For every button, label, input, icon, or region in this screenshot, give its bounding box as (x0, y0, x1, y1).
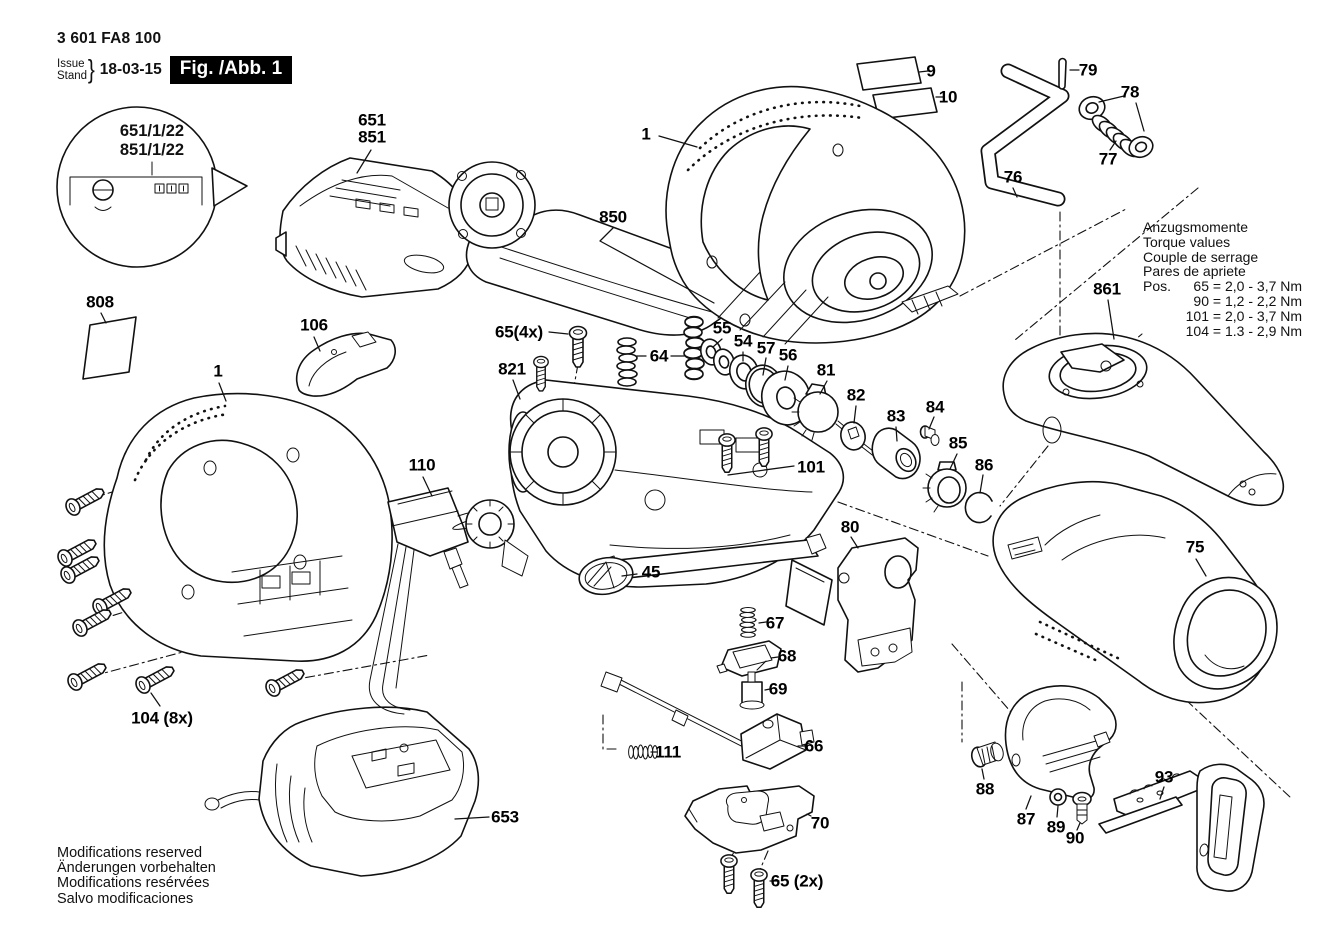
base-plate-drawing (684, 785, 815, 909)
detail-balloon-drawing (56, 106, 248, 268)
rear-housing-drawing (992, 480, 1278, 704)
part-label-85: 85 (948, 433, 968, 453)
torque-heading-line: Couple de serrage (1143, 248, 1259, 265)
part-label-808: 808 (86, 292, 114, 312)
part-label-89: 89 (1046, 817, 1066, 837)
part-label-55: 55 (712, 318, 732, 338)
part-label-81: 81 (816, 360, 836, 380)
right-housing-drawing (665, 85, 966, 344)
part-label-83: 83 (886, 406, 906, 426)
part-label-850: 850 (599, 207, 627, 227)
left-housing-drawing (103, 392, 393, 662)
bracket-80-drawing (837, 537, 919, 673)
part-label-104-8x: 104 (8x) (131, 708, 193, 728)
gearbox-drawing (448, 161, 788, 336)
part-label-79: 79 (1078, 60, 1098, 80)
part-label-101: 101 (797, 457, 825, 477)
part-label-76: 76 (1003, 167, 1023, 187)
part-label-87: 87 (1016, 809, 1036, 829)
charger-drawing (204, 706, 480, 877)
stand-label: Stand (57, 69, 88, 82)
part-label-821: 821 (498, 359, 526, 379)
part-label-653: 653 (491, 807, 519, 827)
part-label-68: 68 (777, 646, 797, 666)
part-label-54: 54 (733, 331, 753, 351)
part-label-57: 57 (756, 338, 776, 358)
part-number: 3 601 FA8 100 (57, 30, 162, 47)
adjuster-parts-drawing (791, 383, 993, 524)
footer-line: Änderungen vorbehalten (57, 860, 216, 877)
footer-line: Modifications reserved (57, 845, 203, 861)
part-label-86: 86 (974, 455, 994, 475)
part-label-110: 110 (408, 455, 436, 475)
torque-heading-line: Torque values (1143, 233, 1231, 250)
part-label-82: 82 (846, 385, 866, 405)
stickers-drawing (82, 56, 938, 380)
part-label-651-851: 651 851 (358, 110, 386, 147)
oval-cover-drawing (578, 556, 634, 596)
part-label-88: 88 (975, 779, 995, 799)
trigger-drawing (295, 331, 396, 397)
wiring-drawing (368, 487, 766, 758)
shoe-parts-drawing (970, 685, 1265, 892)
leader-lines (100, 69, 1207, 882)
part-label-106: 106 (300, 315, 328, 335)
switch-parts-drawing (628, 606, 815, 770)
battery-pack-drawing (275, 157, 473, 298)
part-label-1-right: 1 (641, 124, 651, 144)
part-label-9: 9 (926, 61, 936, 81)
torque-row: 101=2,0 - 3,7 Nm (1185, 307, 1303, 324)
header: 3 601 FA8 100 Issue Stand } 18-03-15 Fig… (57, 30, 293, 85)
balloon-line: 851/1/22 (119, 141, 185, 159)
handle-bar-drawing (980, 57, 1154, 207)
torque-row: 90=1,2 - 2,2 Nm (1193, 292, 1303, 309)
part-label-64: 64 (649, 346, 669, 366)
part-label-111: 111 (655, 742, 681, 762)
part-label-77: 77 (1098, 149, 1118, 169)
part-label-56: 56 (778, 345, 798, 365)
part-label-70: 70 (810, 813, 830, 833)
part-label-78: 78 (1120, 82, 1140, 102)
part-label-10: 10 (938, 87, 958, 107)
part-label-66: 66 (804, 736, 824, 756)
part-label-90: 90 (1065, 828, 1085, 848)
part-label-69: 69 (768, 679, 788, 699)
figure-label: Fig. /Abb. 1 (169, 55, 293, 84)
seal-rings-drawing (699, 338, 812, 426)
issue-label: Issue (57, 57, 85, 70)
gear-cover-drawing (1002, 332, 1285, 507)
torque-heading-line: Pares de apriete (1143, 263, 1246, 280)
issue-date: 18-03-15 (99, 60, 162, 78)
part-label-67: 67 (765, 613, 785, 633)
footer-line: Modifications resérvées (57, 875, 210, 892)
balloon-line: 651/1/22 (119, 122, 185, 141)
part-label-75: 75 (1185, 537, 1205, 557)
part-label-93: 93 (1154, 767, 1174, 787)
torque-row: Pos.65=2,0 - 3,7 Nm (1143, 278, 1303, 295)
torque-heading-line: Anzugsmomente (1143, 219, 1249, 235)
part-label-45: 45 (641, 562, 661, 582)
part-label-84: 84 (925, 397, 945, 417)
footer-line: Salvo modificaciones (57, 890, 194, 907)
part-label-65-4x: 65(4x) (495, 322, 543, 342)
part-label-65-2x: 65 (2x) (770, 871, 824, 891)
part-label-1-left: 1 (213, 361, 223, 381)
part-label-861: 861 (1093, 279, 1121, 299)
part-label-80: 80 (840, 517, 860, 537)
brace-glyph: } (87, 54, 95, 84)
torque-row: 104=1.3 - 2,9 Nm (1185, 322, 1303, 339)
